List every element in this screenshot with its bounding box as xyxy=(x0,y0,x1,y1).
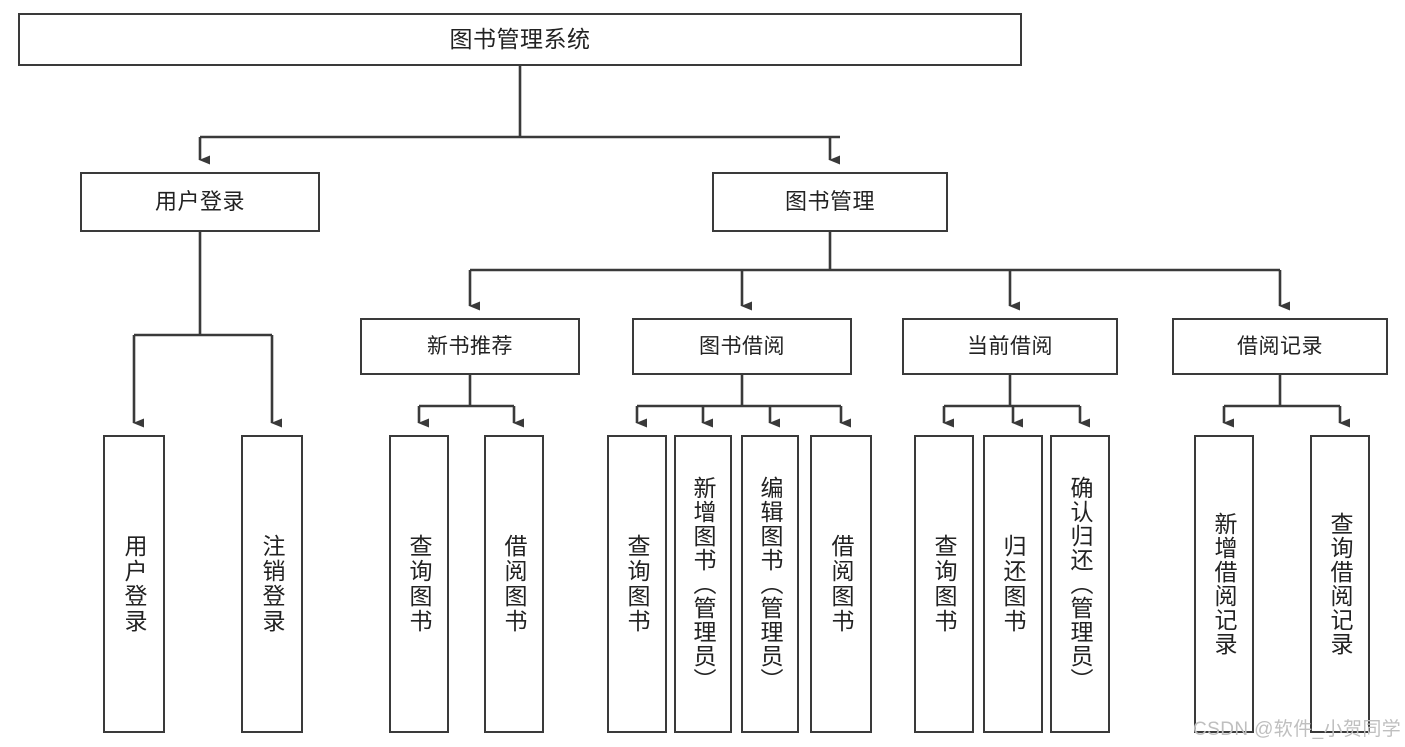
node-new-book-recommend[interactable]: 新书推荐 xyxy=(360,318,580,375)
node-label: 新增借阅记录 xyxy=(1211,512,1238,656)
node-leaf-user-login[interactable]: 用户登录 xyxy=(103,435,165,733)
node-borrow-record[interactable]: 借阅记录 xyxy=(1172,318,1388,375)
node-label: 查询借阅记录 xyxy=(1327,512,1354,656)
node-book-borrow[interactable]: 图书借阅 xyxy=(632,318,852,375)
node-label: 图书管理系统 xyxy=(449,25,591,52)
node-leaf-query-book-recommend[interactable]: 查询图书 xyxy=(389,435,449,733)
node-current-borrow[interactable]: 当前借阅 xyxy=(902,318,1118,375)
node-label: 查询图书 xyxy=(931,534,958,634)
node-label: 借阅记录 xyxy=(1237,334,1323,358)
node-leaf-lend-book[interactable]: 借阅图书 xyxy=(810,435,872,733)
node-leaf-confirm-return-admin[interactable]: 确认归还（管理员） xyxy=(1050,435,1110,733)
node-leaf-edit-book-admin[interactable]: 编辑图书（管理员） xyxy=(741,435,799,733)
node-label: 查询图书 xyxy=(406,534,433,634)
node-book-management[interactable]: 图书管理 xyxy=(712,172,948,232)
node-label: 图书借阅 xyxy=(699,334,785,358)
node-leaf-query-book-borrow[interactable]: 查询图书 xyxy=(607,435,667,733)
node-label: 用户登录 xyxy=(121,534,148,634)
node-label: 查询图书 xyxy=(624,534,651,634)
node-label: 新增图书（管理员） xyxy=(690,476,717,692)
node-leaf-add-borrow-record[interactable]: 新增借阅记录 xyxy=(1194,435,1254,733)
node-label: 归还图书 xyxy=(1000,534,1027,634)
node-label: 当前借阅 xyxy=(967,334,1053,358)
node-label: 借阅图书 xyxy=(501,534,528,634)
node-label: 新书推荐 xyxy=(427,334,513,358)
node-leaf-query-book-current[interactable]: 查询图书 xyxy=(914,435,974,733)
node-label: 借阅图书 xyxy=(828,534,855,634)
node-leaf-logout[interactable]: 注销登录 xyxy=(241,435,303,733)
node-leaf-return-book[interactable]: 归还图书 xyxy=(983,435,1043,733)
node-label: 注销登录 xyxy=(259,534,286,634)
node-label: 编辑图书（管理员） xyxy=(757,476,784,692)
node-user-login[interactable]: 用户登录 xyxy=(80,172,320,232)
node-leaf-add-book-admin[interactable]: 新增图书（管理员） xyxy=(674,435,732,733)
node-label: 确认归还（管理员） xyxy=(1067,476,1094,692)
csdn-watermark: CSDN @软件_小贺同学 xyxy=(1193,719,1402,740)
node-label: 图书管理 xyxy=(784,188,875,214)
node-label: 用户登录 xyxy=(154,188,245,214)
node-leaf-borrow-book-recommend[interactable]: 借阅图书 xyxy=(484,435,544,733)
node-book-management-system[interactable]: 图书管理系统 xyxy=(18,13,1022,66)
node-leaf-query-borrow-record[interactable]: 查询借阅记录 xyxy=(1310,435,1370,733)
